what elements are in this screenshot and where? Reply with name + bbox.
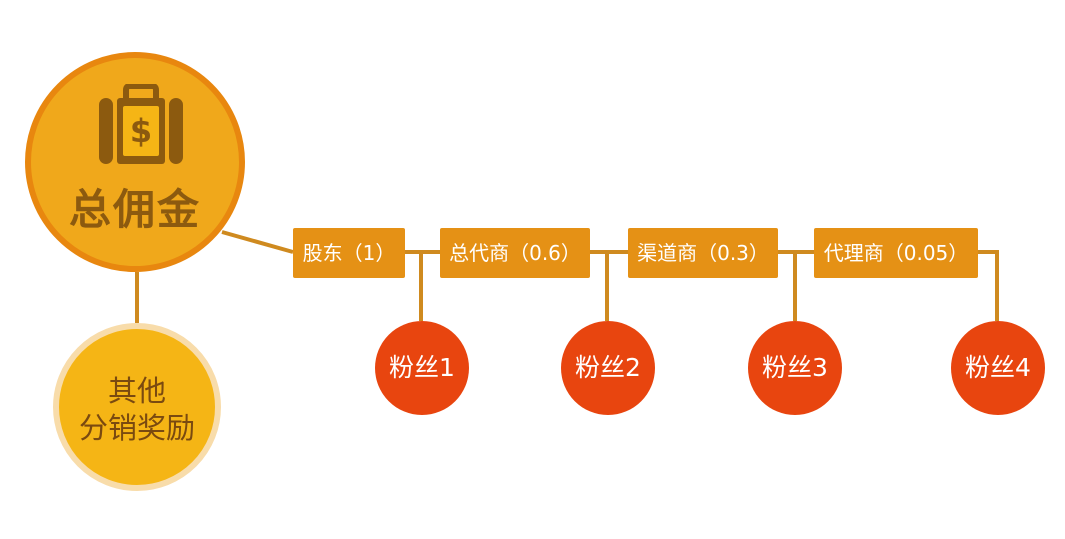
main-to-chain-line xyxy=(221,230,294,254)
branch-line-4 xyxy=(978,250,999,321)
fan-node-4: 粉丝4 xyxy=(951,321,1045,415)
node-agent: 代理商（0.05） xyxy=(814,228,978,278)
branch-line-1 xyxy=(405,250,423,321)
money-bag-icon: $ xyxy=(99,84,183,164)
node-shareholder: 股东（1） xyxy=(293,228,405,278)
node-channel-agent: 渠道商（0.3） xyxy=(628,228,778,278)
node-general-agent: 总代商（0.6） xyxy=(440,228,590,278)
svg-text:$: $ xyxy=(130,112,152,150)
branch-line-2 xyxy=(590,250,609,321)
other-rewards-node: 其他 分销奖励 xyxy=(53,323,221,491)
fan-node-3: 粉丝3 xyxy=(748,321,842,415)
branch-line-3 xyxy=(778,250,797,321)
total-commission-node: $ 总佣金 xyxy=(25,52,245,272)
fan-node-2: 粉丝2 xyxy=(561,321,655,415)
fan-node-1: 粉丝1 xyxy=(375,321,469,415)
total-commission-title: 总佣金 xyxy=(68,185,201,234)
other-rewards-line1: 其他 xyxy=(107,374,166,408)
other-rewards-line2: 分销奖励 xyxy=(78,411,195,445)
